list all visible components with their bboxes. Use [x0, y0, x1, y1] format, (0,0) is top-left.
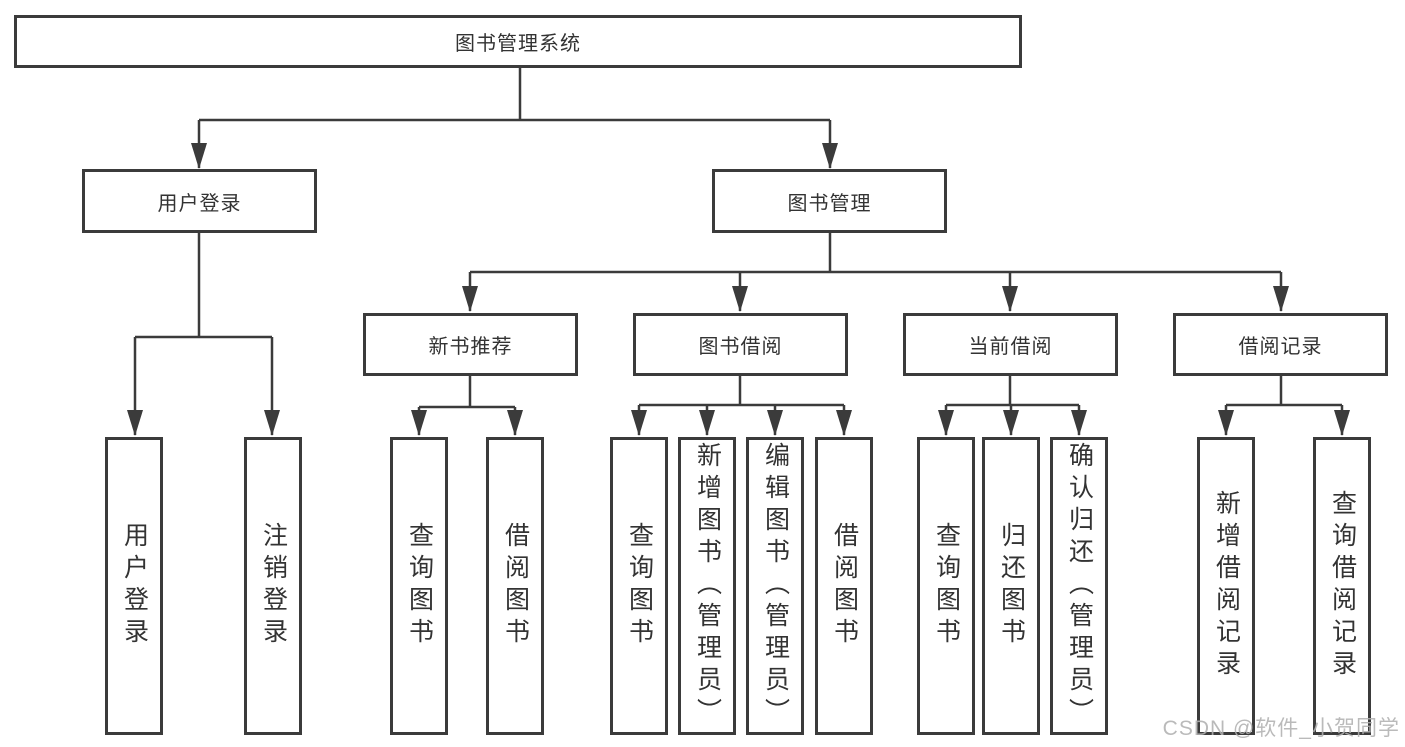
- node-new-book-recommendation: 新书推荐: [363, 313, 578, 376]
- connector-root-trunk: [199, 68, 830, 122]
- node-user-login: 用户登录: [82, 169, 317, 233]
- leaf-query-borrow-record: 查询借阅记录: [1313, 437, 1371, 735]
- connector-book-borrow-trunk: [639, 376, 844, 407]
- node-label: 新书推荐: [428, 336, 513, 358]
- leaf-add-book-admin: 新增图书（管理员）: [678, 437, 736, 735]
- node-current-borrowing: 当前借阅: [903, 313, 1118, 376]
- node-label: 新增图书（管理员）: [693, 442, 722, 730]
- leaf-borrow-books-recommend: 借阅图书: [486, 437, 544, 735]
- node-library-management-system: 图书管理系统: [14, 15, 1022, 68]
- node-label: 图书管理: [787, 192, 872, 215]
- node-label: 确认归还（管理员）: [1065, 442, 1094, 730]
- node-label: 用户登录: [120, 522, 149, 650]
- node-label: 新增借阅记录: [1212, 490, 1241, 682]
- leaf-query-books-recommend: 查询图书: [390, 437, 448, 735]
- leaf-query-books-borrowing: 查询图书: [610, 437, 668, 735]
- node-borrowing-records: 借阅记录: [1173, 313, 1388, 376]
- csdn-watermark: CSDN @软件_小贺同学: [1162, 717, 1400, 740]
- node-label: 用户登录: [157, 192, 242, 215]
- node-label: 归还图书: [997, 522, 1026, 650]
- node-label: 查询图书: [625, 522, 654, 650]
- connector-book-mgmt-trunk: [470, 233, 1281, 274]
- node-label: 图书管理系统: [455, 33, 581, 55]
- leaf-logout: 注销登录: [244, 437, 302, 735]
- node-label: 编辑图书（管理员）: [761, 442, 790, 730]
- connector-borrow-record-trunk: [1226, 376, 1342, 407]
- leaf-confirm-return-admin: 确认归还（管理员）: [1050, 437, 1108, 735]
- node-label: 注销登录: [259, 522, 288, 650]
- leaf-add-borrow-record: 新增借阅记录: [1197, 437, 1255, 735]
- node-label: 图书借阅: [698, 336, 783, 358]
- leaf-query-books-current: 查询图书: [917, 437, 975, 735]
- leaf-return-books: 归还图书: [982, 437, 1040, 735]
- node-label: 查询图书: [405, 522, 434, 650]
- connector-current-borrow-trunk: [946, 376, 1079, 407]
- node-label: 借阅记录: [1238, 336, 1323, 358]
- leaf-user-login: 用户登录: [105, 437, 163, 735]
- node-book-borrowing: 图书借阅: [633, 313, 848, 376]
- node-label: 当前借阅: [968, 336, 1053, 358]
- connector-new-book-trunk: [419, 376, 515, 409]
- leaf-borrow-books-borrowing: 借阅图书: [815, 437, 873, 735]
- connector-user-login-trunk: [135, 233, 272, 339]
- node-label: 借阅图书: [501, 522, 530, 650]
- node-label: 查询借阅记录: [1328, 490, 1357, 682]
- leaf-edit-book-admin: 编辑图书（管理员）: [746, 437, 804, 735]
- node-label: 借阅图书: [830, 522, 859, 650]
- node-label: 查询图书: [932, 522, 961, 650]
- node-book-management: 图书管理: [712, 169, 947, 233]
